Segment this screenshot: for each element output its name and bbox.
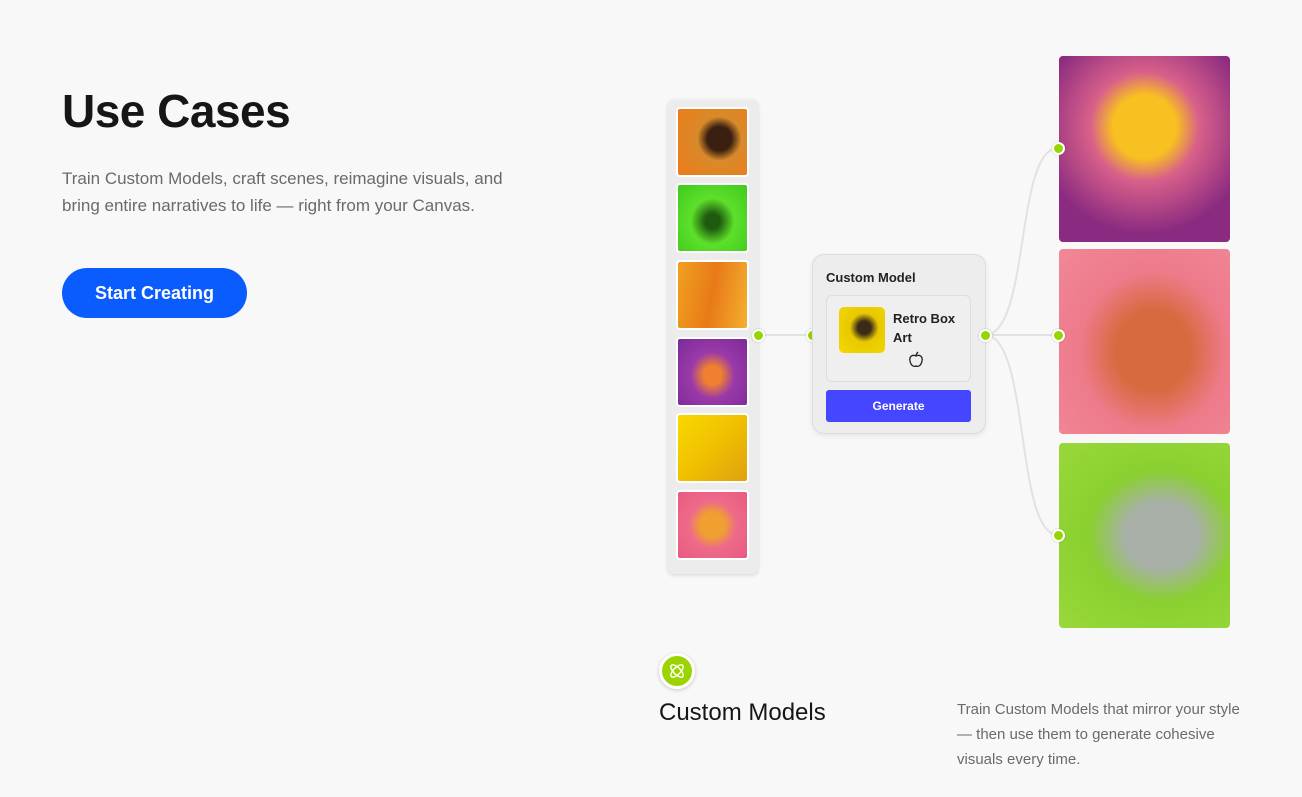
model-thumbnail [839,307,885,353]
page-subtitle: Train Custom Models, craft scenes, reima… [62,169,503,215]
connector-dot[interactable] [1052,329,1065,342]
apple-icon [909,351,923,367]
training-image-excavator[interactable] [676,413,749,483]
output-image-flower[interactable] [1059,56,1230,242]
connector-dot[interactable] [1052,529,1065,542]
page-title: Use Cases [62,85,291,137]
connector-dot[interactable] [979,329,992,342]
node-title: Custom Model [826,270,916,285]
training-image-headphones[interactable] [676,490,749,560]
feature-description: Train Custom Models that mirror your sty… [957,701,1240,768]
training-image-figure[interactable] [676,183,749,253]
connector-dot[interactable] [752,329,765,342]
connector-dot[interactable] [1052,142,1065,155]
feature-title: Custom Models [659,699,826,726]
model-name: Retro Box Art [893,311,956,345]
training-images-strip [668,100,758,574]
model-selector[interactable]: Retro Box Art [826,295,971,382]
training-image-astronaut[interactable] [676,107,749,177]
generate-button[interactable]: Generate [826,390,971,422]
output-image-hand[interactable] [1059,249,1230,434]
atom-icon [659,653,695,689]
custom-model-node: Custom Model Retro Box Art Generate [812,254,986,434]
training-image-car[interactable] [676,337,749,407]
output-image-dragon[interactable] [1059,443,1230,628]
start-creating-button[interactable]: Start Creating [62,268,247,318]
training-image-guitar[interactable] [676,260,749,330]
